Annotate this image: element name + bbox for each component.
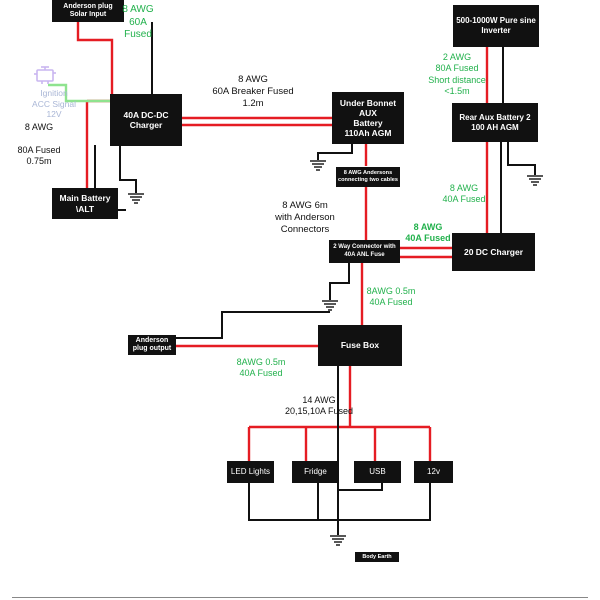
ground-symbol [310, 160, 326, 171]
fuse-box: Fuse Box [318, 325, 402, 366]
positive-wires [76, 22, 489, 461]
wire-ignition-signal [48, 83, 110, 103]
load-12v: 12v [414, 461, 453, 483]
label-fusebox-wire: 8AWG 0.5m 40A Fused [366, 286, 416, 308]
load-usb: USB [354, 461, 401, 483]
load-led-lights: LED Lights [227, 461, 274, 483]
ground-symbol [527, 175, 543, 186]
label-aux-wire: 8 AWG 60A Breaker Fused 1.2m [212, 74, 294, 109]
anderson-solar-input: Anderson plug Solar Input [52, 0, 124, 22]
wire-rear-ground [507, 142, 536, 175]
pure-sine-inverter: 500-1000W Pure sine Inverter [453, 5, 539, 47]
under-bonnet-aux-battery: Under Bonnet AUX Battery 110Ah AGM [332, 92, 404, 144]
two-way-connector: 2 Way Connector with 40A ANL Fuse [329, 240, 400, 263]
body-earth: Body Earth [355, 552, 399, 562]
label-loads-wire: 14 AWG 20,15,10A Fused [284, 395, 354, 417]
rear-aux-battery: Rear Aux Battery 2 100 AH AGM [452, 103, 538, 142]
wire-12v-ground [338, 483, 431, 521]
label-inverter-wire: 2 AWG 80A Fused Short distance <1.5m [428, 52, 486, 96]
wire-usb-ground [338, 483, 383, 491]
negative-wires [94, 22, 536, 535]
dc-charger-20: 20 DC Charger [452, 233, 535, 271]
anderson-connecting-label: 8 AWG Andersons connecting two cables [336, 167, 400, 187]
wire-solar-to-dcdc [76, 22, 114, 95]
label-anderson-run: 8 AWG 6m with Anderson Connectors [275, 200, 335, 235]
ground-symbol [330, 535, 346, 546]
ground-symbol [128, 193, 144, 204]
label-output-wire: 8AWG 0.5m 40A Fused [236, 357, 286, 379]
page-divider [12, 597, 588, 598]
wire-aux-ground [317, 144, 353, 160]
wire-anderson-out-neg [176, 311, 330, 339]
anderson-plug-output: Anderson plug output [128, 335, 176, 355]
engine-icon [34, 66, 56, 84]
label-ignition: Ignition ACC Signal 12V [32, 88, 76, 120]
label-dc-charger-wire: 8 AWG 40A Fused [405, 222, 451, 244]
dcdc-charger-40a: 40A DC-DC Charger [110, 94, 182, 146]
wire-led-ground [248, 483, 338, 521]
main-battery: Main Battery \ALT [52, 188, 118, 219]
label-solar-wire: 8 AWG 60A Fused [122, 4, 154, 40]
label-main-wire: 8 AWG 80A Fused 0.75m [17, 122, 61, 166]
ground-symbol [322, 300, 338, 311]
label-rear-aux-wire: 8 AWG 40A Fused [442, 183, 486, 205]
wire-dcdc-ground [119, 145, 137, 193]
load-fridge: Fridge [292, 461, 339, 483]
wire-connector-ground [329, 263, 350, 300]
